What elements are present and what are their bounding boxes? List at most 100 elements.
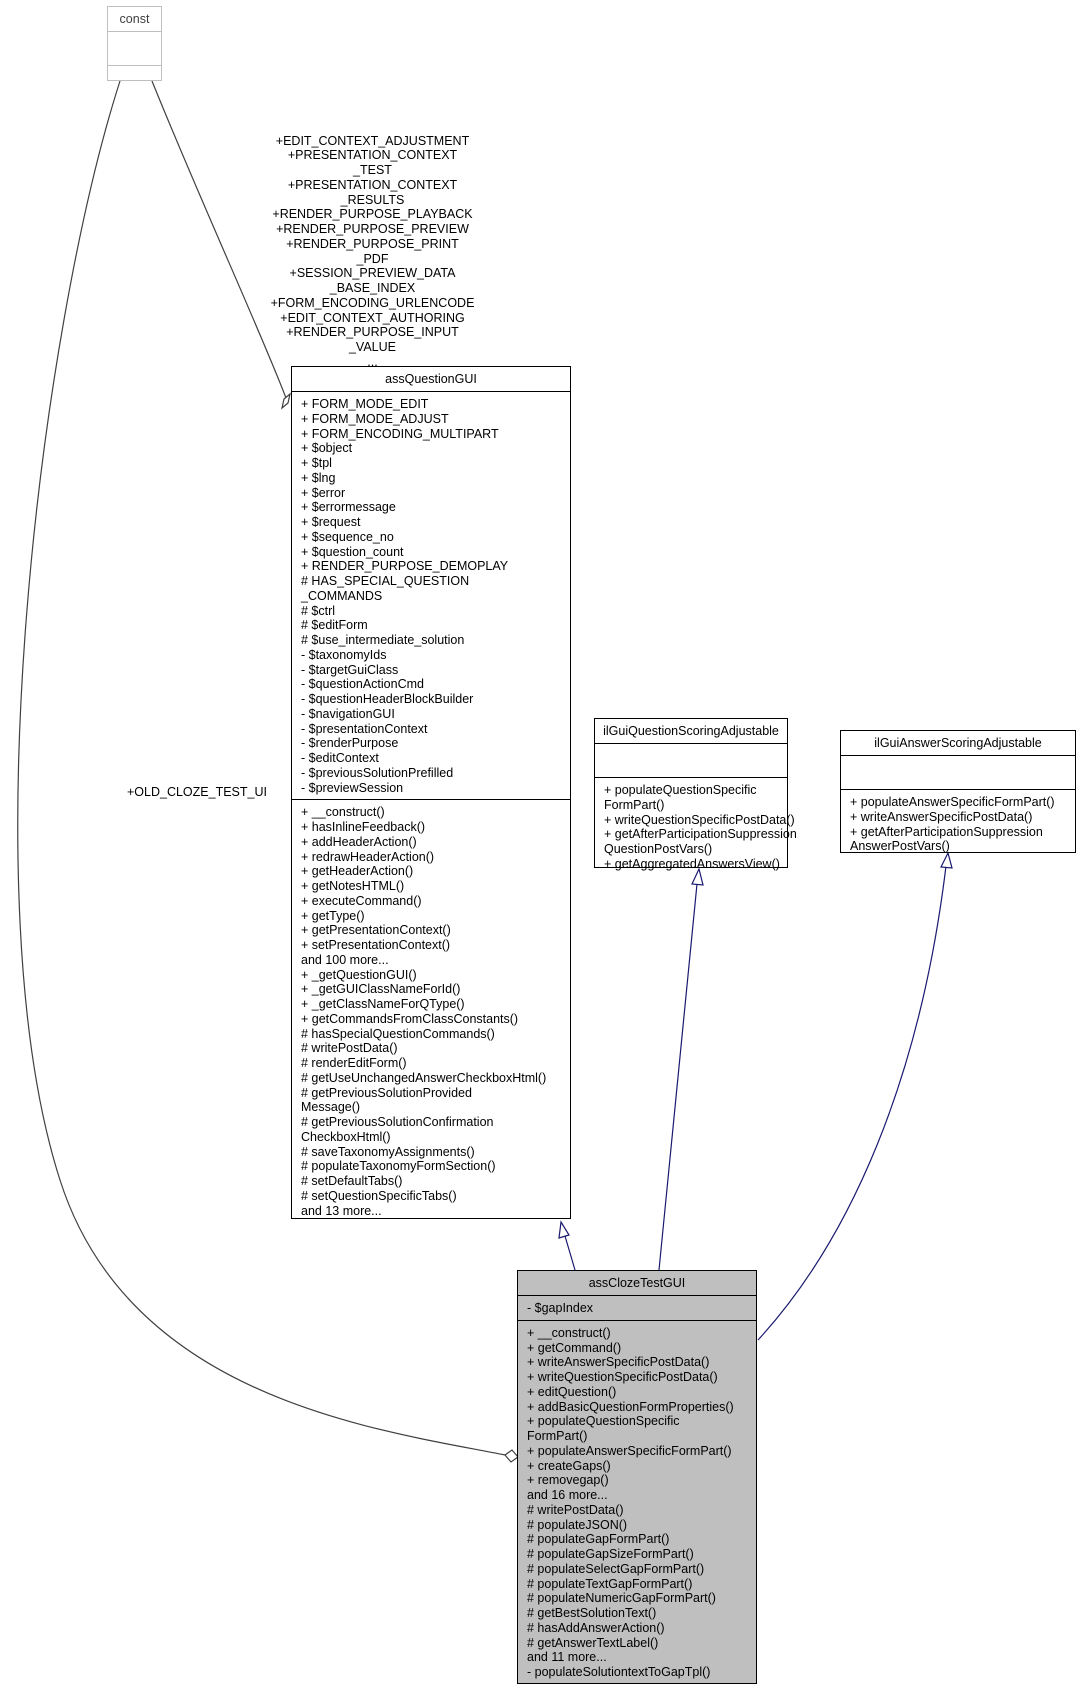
method-line: + getPresentationContext() — [301, 923, 451, 938]
class-ilguianswerscoringadjustable[interactable]: ilGuiAnswerScoringAdjustable + populateA… — [840, 730, 1076, 853]
method-line: + editQuestion() — [527, 1384, 617, 1399]
class-const[interactable]: const — [107, 6, 162, 81]
method-line: and 13 more... — [301, 1203, 382, 1218]
class-ilguiquestionscoringadjustable[interactable]: ilGuiQuestionScoringAdjustable + populat… — [594, 718, 797, 871]
method-line: + addHeaderAction() — [301, 834, 417, 849]
attributes-section — [108, 32, 161, 66]
inherit-arrow-answerscoring — [940, 851, 953, 869]
attribute-line: + $object — [301, 441, 353, 456]
method-line: # saveTaxonomyAssignments() — [301, 1144, 475, 1159]
method-line: + getHeaderAction() — [301, 864, 414, 879]
class-title: assQuestionGUI — [292, 367, 570, 392]
method-line: + createGaps() — [527, 1458, 611, 1473]
attribute-line: + $request — [301, 515, 361, 529]
attribute-line: + FORM_MODE_ADJUST — [301, 411, 449, 426]
attribute-line: - $navigationGUI — [301, 706, 395, 721]
attribute-line: _COMMANDS — [301, 588, 383, 603]
method-line: QuestionPostVars() — [604, 842, 713, 856]
attribute-line: - $presentationContext — [301, 721, 428, 736]
method-line: and 11 more... — [527, 1650, 607, 1665]
inherit-arrow-assquestiongui — [558, 1220, 570, 1239]
method-line: # hasAddAnswerAction() — [527, 1620, 665, 1635]
attribute-line: + $error — [301, 485, 346, 500]
method-line: and 16 more... — [527, 1488, 608, 1502]
relationship-label-line: +PRESENTATION_CONTEXT — [287, 177, 458, 192]
edge-const-to-assquestiongui — [151, 80, 287, 399]
methods-section: + __construct()+ getCommand()+ writeAnsw… — [518, 1321, 756, 1684]
method-line: + __construct() — [301, 805, 385, 820]
edge-inherit-assquestiongui — [564, 1235, 576, 1271]
method-line: # populateSelectGapFormPart() — [527, 1561, 705, 1576]
attribute-line: + FORM_ENCODING_MULTIPART — [301, 426, 499, 441]
method-line: + _getClassNameForQType() — [301, 997, 465, 1011]
attribute-line: + $sequence_no — [301, 529, 394, 544]
method-line: CheckboxHtml() — [301, 1129, 391, 1144]
method-line: + writeQuestionSpecificPostData() — [604, 812, 795, 827]
relationship-label-line: _PDF — [356, 251, 389, 266]
old-cloze-test-ui-label: +OLD_CLOZE_TEST_UI — [127, 785, 267, 799]
method-line: + hasInlineFeedback() — [301, 820, 426, 834]
relationship-label-line: +EDIT_CONTEXT_AUTHORING — [280, 310, 465, 325]
attribute-line: - $gapIndex — [527, 1301, 594, 1315]
edge-inherit-answerscoring — [757, 865, 947, 1341]
method-line: - populateSolutiontextToGapTpl() — [527, 1665, 711, 1679]
class-title: ilGuiAnswerScoringAdjustable — [841, 731, 1075, 756]
method-line: # getBestSolutionText() — [527, 1606, 657, 1620]
aggregation-diamond-assquestiongui — [281, 392, 291, 410]
attribute-line: # $use_intermediate_solution — [301, 633, 465, 647]
attribute-line: - $targetGuiClass — [301, 662, 399, 677]
method-line: # populateGapSizeFormPart() — [527, 1547, 694, 1561]
relationship-label-line: ... — [367, 354, 378, 369]
relationship-label-line: +SESSION_PREVIEW_DATA — [289, 266, 456, 281]
attribute-line: + $lng — [301, 470, 336, 485]
method-line: # populateGapFormPart() — [527, 1532, 670, 1547]
relationship-label-line: _RESULTS — [340, 192, 405, 207]
edge-const-to-assclozetestgui — [17, 80, 506, 1456]
attribute-line: - $previousSolutionPrefilled — [301, 765, 454, 780]
method-line: # getAnswerTextLabel() — [527, 1635, 659, 1650]
method-line: + populateQuestionSpecific — [527, 1414, 680, 1429]
attribute-line: + $question_count — [301, 544, 404, 559]
edge-inherit-questionscoring — [658, 883, 698, 1271]
aggregation-diamond-assclozetestgui — [504, 1449, 519, 1463]
method-line: # writePostData() — [527, 1502, 624, 1517]
inherit-arrow-questionscoring — [691, 867, 704, 886]
methods-section: + populateAnswerSpecificFormPart()+ writ… — [841, 790, 1075, 858]
class-title: assClozeTestGUI — [518, 1271, 756, 1296]
method-line: + redrawHeaderAction() — [301, 849, 435, 864]
attribute-line: # $ctrl — [301, 603, 336, 618]
method-line: + writeAnswerSpecificPostData() — [527, 1355, 710, 1370]
attribute-line: - $questionHeaderBlockBuilder — [301, 692, 474, 706]
relationship-label-line: +PRESENTATION_CONTEXT — [287, 148, 458, 163]
attributes-section: + FORM_MODE_EDIT+ FORM_MODE_ADJUST+ FORM… — [292, 392, 570, 801]
relationship-label-line: _BASE_INDEX — [329, 281, 416, 295]
attribute-line: # HAS_SPECIAL_QUESTION — [301, 574, 470, 588]
relationship-label-line: +RENDER_PURPOSE_INPUT — [286, 325, 459, 340]
method-line: # getUseUnchangedAnswerCheckboxHtml() — [301, 1070, 547, 1085]
attribute-line: - $taxonomyIds — [301, 647, 387, 662]
method-line: + getAfterParticipationSuppression — [850, 824, 1043, 839]
method-line: # populateNumericGapFormPart() — [527, 1591, 716, 1606]
relationship-label-line: +RENDER_PURPOSE_PREVIEW — [276, 222, 469, 236]
method-line: AnswerPostVars() — [850, 839, 950, 854]
method-line: + removegap() — [527, 1473, 609, 1488]
method-line: FormPart() — [604, 797, 665, 812]
method-line: + getAggregatedAnswersView() — [604, 856, 780, 871]
method-line: + getAfterParticipationSuppression — [604, 827, 797, 842]
attribute-line: + $errormessage — [301, 500, 396, 515]
class-assquestiongui[interactable]: assQuestionGUI + FORM_MODE_EDIT+ FORM_MO… — [291, 366, 571, 1219]
relationship-label-line: +RENDER_PURPOSE_PRINT — [286, 236, 459, 251]
class-title: const — [108, 7, 161, 32]
method-line: + getType() — [301, 908, 365, 923]
method-line: + populateQuestionSpecific — [604, 783, 757, 797]
method-line: # setQuestionSpecificTabs() — [301, 1188, 457, 1203]
method-line: + setPresentationContext() — [301, 938, 451, 952]
method-line: # populateTextGapFormPart() — [527, 1576, 693, 1591]
attribute-line: + FORM_MODE_EDIT — [301, 397, 429, 411]
relationship-label-line: _TEST — [353, 163, 392, 177]
method-line: + _getQuestionGUI() — [301, 967, 417, 982]
method-line: + writeAnswerSpecificPostData() — [850, 809, 1033, 824]
class-assclozetestgui[interactable]: assClozeTestGUI - $gapIndex + __construc… — [517, 1270, 757, 1684]
